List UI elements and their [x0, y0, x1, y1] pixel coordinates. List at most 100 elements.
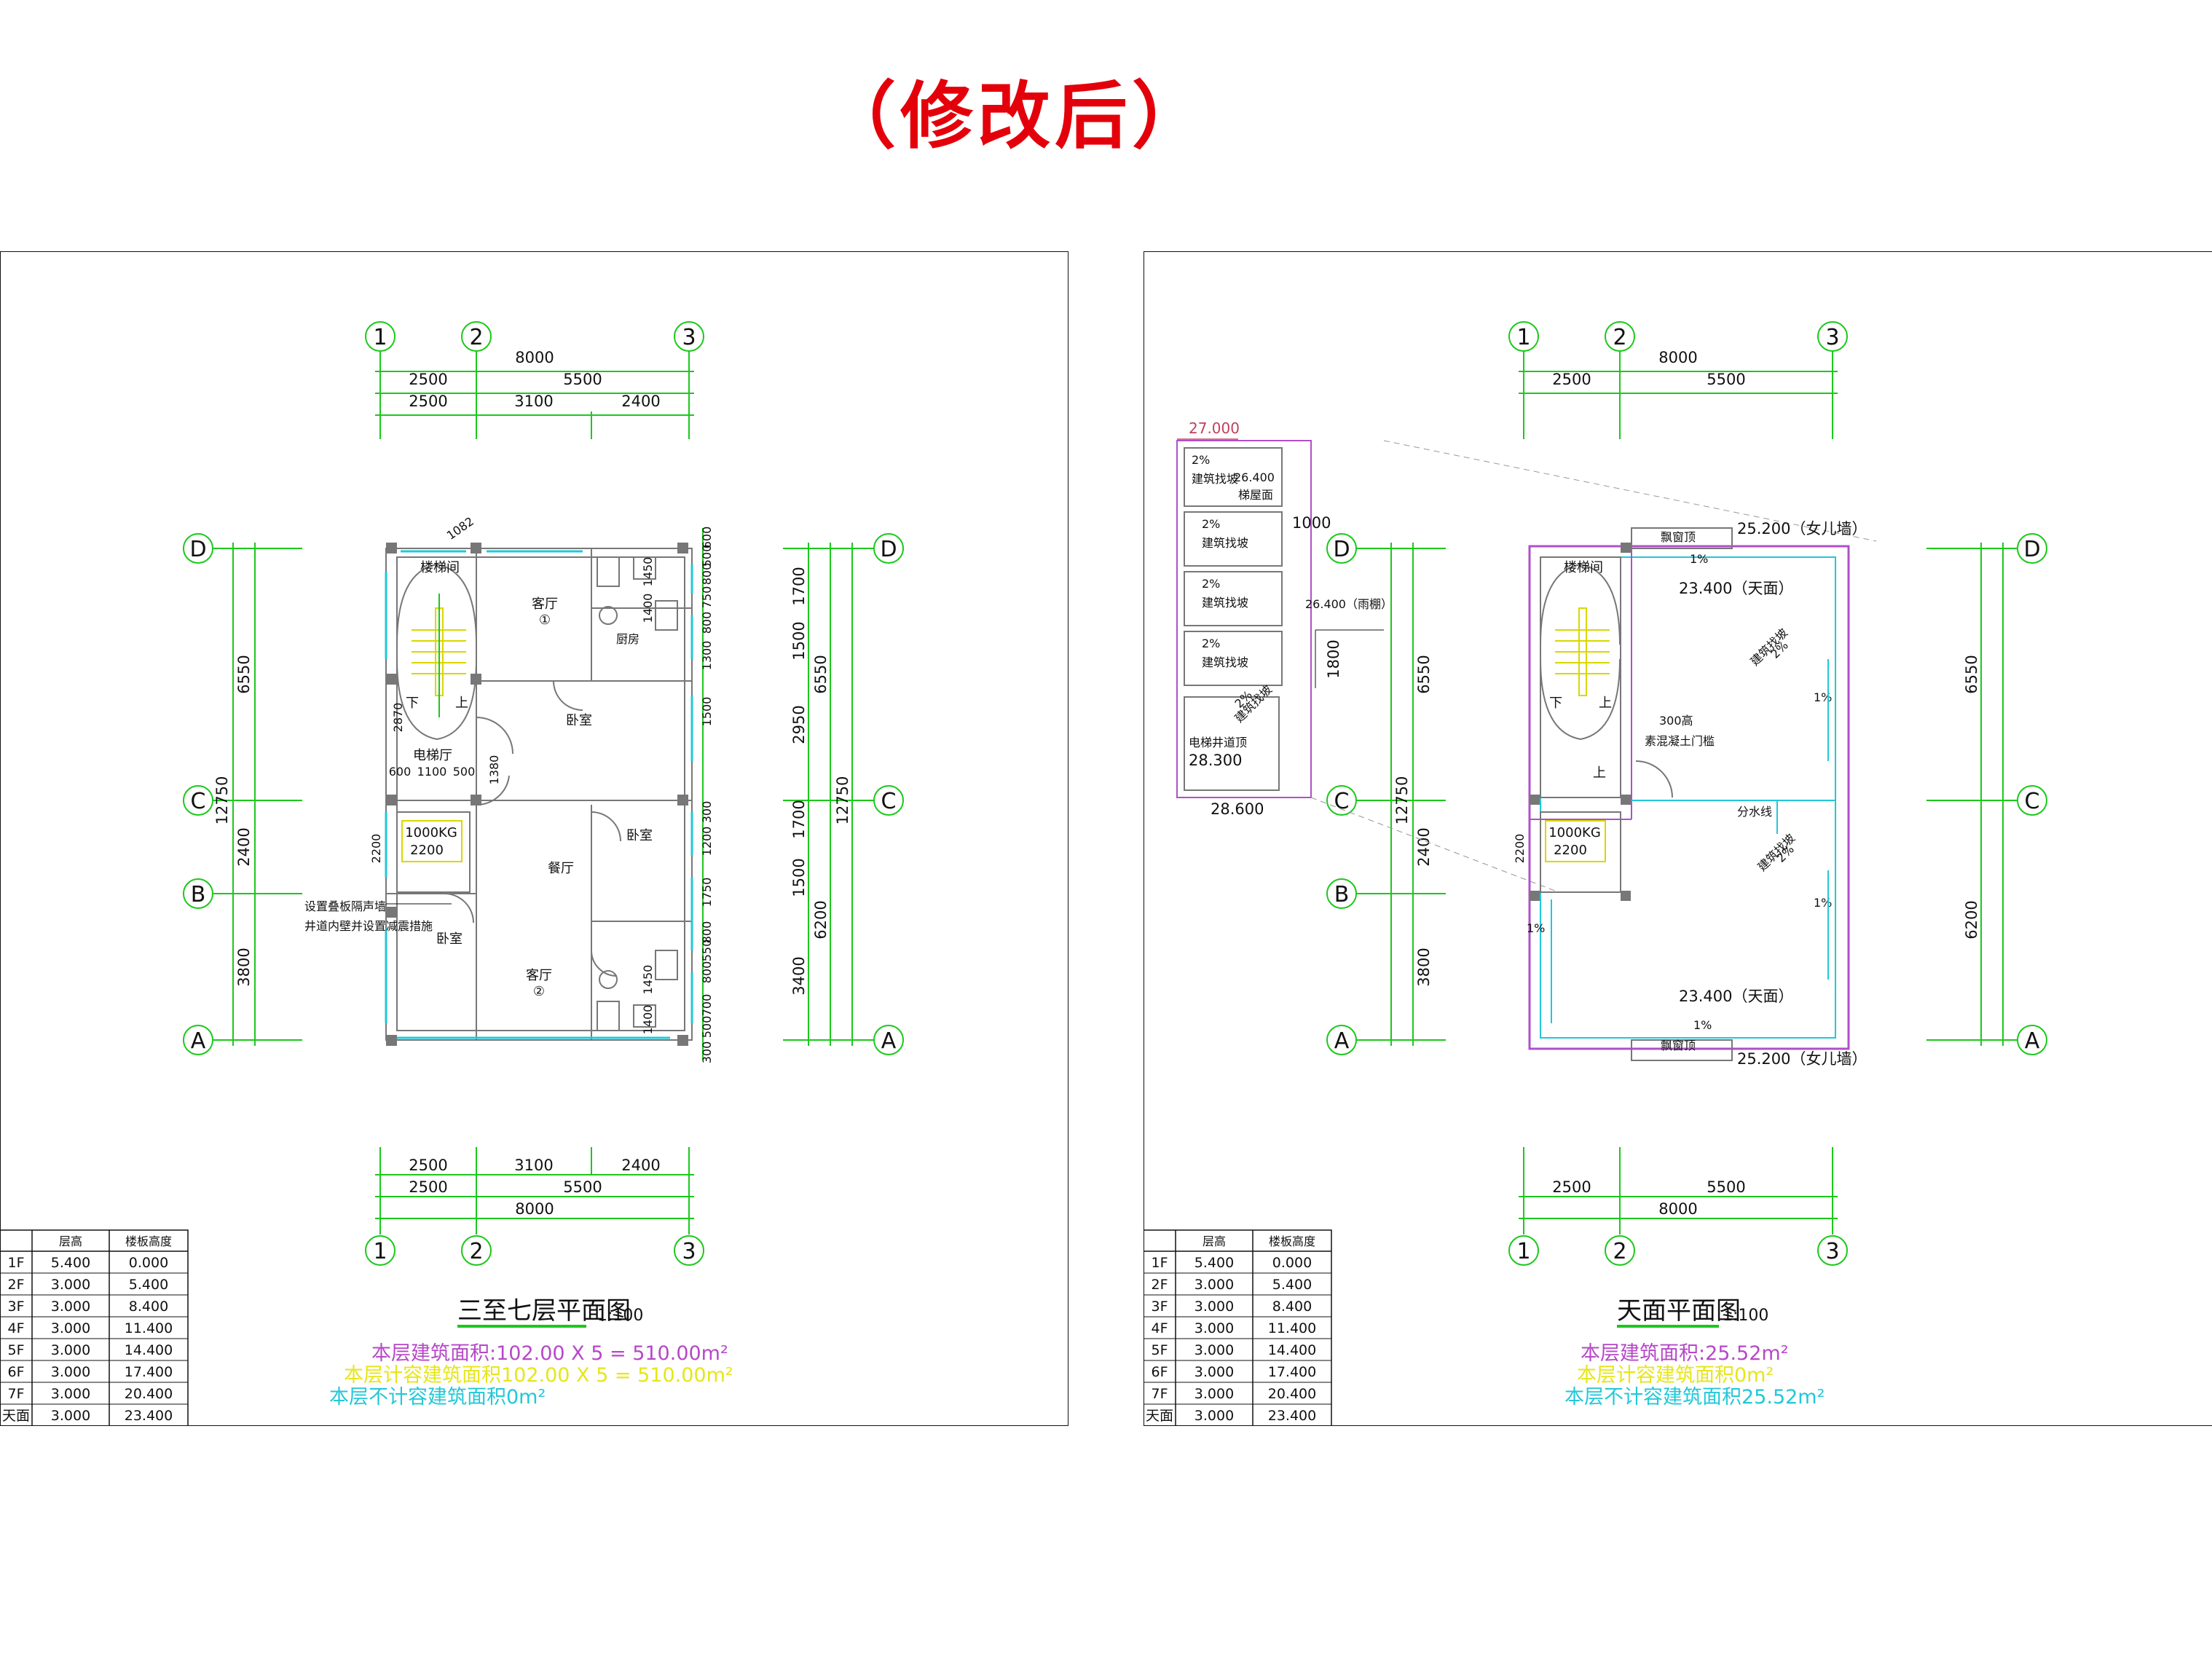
svg-text:天面: 天面: [1146, 1408, 1173, 1424]
dim-left-6550: 6550: [235, 655, 253, 693]
axis-bubble-1-top: 1: [365, 321, 395, 352]
axis-bubble-D-right: D: [873, 533, 904, 564]
svg-text:17.400: 17.400: [125, 1364, 173, 1380]
roof-plan-drawing: 1 2 3 8000 2500 5500 D C B A D C A 6550 …: [1144, 251, 2212, 1426]
dim-top-r2-a: 2500: [409, 393, 447, 410]
roof-plan-sheet: 1 2 3 8000 2500 5500 D C B A D C A 6550 …: [1144, 251, 2212, 1426]
svg-text:5.400: 5.400: [1194, 1255, 1234, 1271]
dim-right-2950: 2950: [790, 705, 808, 744]
svg-text:A: A: [1334, 1028, 1350, 1054]
svg-text:5F: 5F: [7, 1342, 24, 1358]
dim-right-6200: 6200: [812, 900, 830, 939]
svg-text:层高: 层高: [1203, 1234, 1226, 1248]
svg-text:3.000: 3.000: [51, 1408, 90, 1424]
dim-top-r1-b: 5500: [563, 371, 602, 388]
bottom-dimension-chain: 2500 5500 8000: [1519, 1147, 1838, 1234]
svg-text:1F: 1F: [1151, 1255, 1168, 1271]
dim-top-b: 5500: [1707, 371, 1745, 388]
svg-text:20.400: 20.400: [1268, 1386, 1316, 1402]
dim-1450b: 1450: [641, 965, 655, 995]
axis-bubble-D-left: D: [1326, 533, 1357, 564]
dim-left-3800: 3800: [235, 948, 253, 986]
svg-text:C: C: [2025, 789, 2040, 814]
room-label-stair: 楼梯间: [420, 560, 460, 575]
roof-dim-2200: 2200: [1513, 834, 1527, 864]
canopy-label: 26.400（雨棚）: [1305, 597, 1393, 611]
svg-text:建筑找坡: 建筑找坡: [1202, 655, 1248, 669]
dim-bot-r1-c: 2400: [621, 1157, 660, 1174]
svg-text:6F: 6F: [1151, 1364, 1168, 1380]
dim-2870: 2870: [391, 703, 405, 733]
svg-text:3.000: 3.000: [1194, 1408, 1234, 1424]
svg-text:1750: 1750: [700, 878, 714, 907]
dim-1450a: 1450: [641, 557, 655, 587]
slope-right-1: 1%: [1814, 690, 1832, 704]
svg-text:3.000: 3.000: [1194, 1277, 1234, 1293]
bottom-dimension-chain: 2500 3100 2400 2500 5500 8000: [375, 1147, 694, 1234]
svg-text:11.400: 11.400: [1268, 1320, 1316, 1336]
dim-total-top: 8000: [1658, 349, 1697, 366]
dim-bot-r2-b: 5500: [563, 1178, 602, 1196]
dim-500: 500: [453, 765, 476, 779]
svg-text:D: D: [189, 537, 206, 562]
svg-text:3.000: 3.000: [51, 1386, 90, 1402]
svg-text:3.000: 3.000: [51, 1299, 90, 1315]
dim-right-1700a: 1700: [790, 567, 808, 605]
svg-text:D: D: [880, 537, 897, 562]
roof-elevator-width: 2200: [1554, 843, 1587, 858]
top-dimension-chain: 8000 2500 5500 2500 3100 2400: [375, 349, 694, 439]
left-dimension-chain: 6550 12750 2400 3800: [213, 543, 302, 1046]
svg-text:550: 550: [700, 940, 714, 962]
svg-text:1: 1: [1516, 1239, 1530, 1264]
axis-bubble-C-right: C: [873, 785, 904, 816]
dim-top-a: 2500: [1552, 371, 1591, 388]
dim-1400b: 1400: [641, 1005, 655, 1035]
room-label-living-1: 客厅: [532, 596, 558, 612]
svg-text:建筑找坡: 建筑找坡: [1202, 596, 1248, 610]
svg-text:3.000: 3.000: [51, 1364, 90, 1380]
svg-text:B: B: [191, 882, 206, 907]
bay-window-top: 飘窗顶: [1661, 530, 1696, 544]
svg-text:3.000: 3.000: [1194, 1320, 1234, 1336]
svg-text:2%: 2%: [1192, 453, 1210, 467]
room-label-living-2: 客厅: [526, 968, 552, 983]
drawing-caption: 三至七层平面图: [457, 1296, 631, 1326]
svg-text:17.400: 17.400: [1268, 1364, 1316, 1380]
svg-text:3F: 3F: [7, 1299, 24, 1315]
door-swings: [444, 680, 621, 977]
svg-text:2: 2: [469, 1239, 483, 1264]
dim-left-2400: 2400: [1415, 827, 1433, 866]
axis-bubble-A-left: A: [1326, 1025, 1357, 1055]
dim-right-3400: 3400: [790, 956, 808, 995]
axis-bubble-3-bottom: 3: [1817, 1235, 1848, 1266]
roof-elev-top: 23.400（天面）: [1679, 580, 1793, 597]
svg-text:800: 800: [700, 612, 714, 634]
dim-600: 600: [389, 765, 412, 779]
bathroom-fixtures: [597, 556, 678, 1031]
elevator-shaft: [396, 811, 471, 893]
dim-1400a: 1400: [641, 594, 655, 623]
sheet-border: [0, 251, 1068, 1426]
right-dimension-chain: 6550 6200: [1926, 543, 2018, 1046]
right-dimension-chain: 1700 1500 2950 1700 1500 3400 6550 6200 …: [783, 543, 874, 1046]
svg-text:500: 500: [700, 1016, 714, 1039]
svg-text:2%: 2%: [1202, 637, 1220, 650]
svg-text:750: 750: [700, 586, 714, 609]
svg-text:3.000: 3.000: [1194, 1299, 1234, 1315]
roof-elevator: [1540, 811, 1621, 893]
room-label-bedroom-2: 卧室: [626, 828, 653, 843]
svg-text:2: 2: [1613, 1239, 1626, 1264]
svg-text:3.000: 3.000: [51, 1342, 90, 1358]
roof-stair-up: 上: [1599, 696, 1612, 711]
elevator-width: 2200: [410, 843, 444, 858]
roof-elev-bottom: 23.400（天面）: [1679, 988, 1793, 1005]
dim-right-1700b: 1700: [790, 800, 808, 838]
roof-stair-down: 下: [1549, 696, 1562, 711]
room-label-dining: 餐厅: [548, 861, 574, 876]
svg-text:3: 3: [682, 325, 696, 350]
area-line-counted: 本层计容建筑面积0m²: [1577, 1364, 1774, 1387]
axis-bubble-D-right: D: [2017, 533, 2047, 564]
dim-bot-b: 5500: [1707, 1178, 1745, 1196]
dim-2200: 2200: [369, 834, 383, 864]
